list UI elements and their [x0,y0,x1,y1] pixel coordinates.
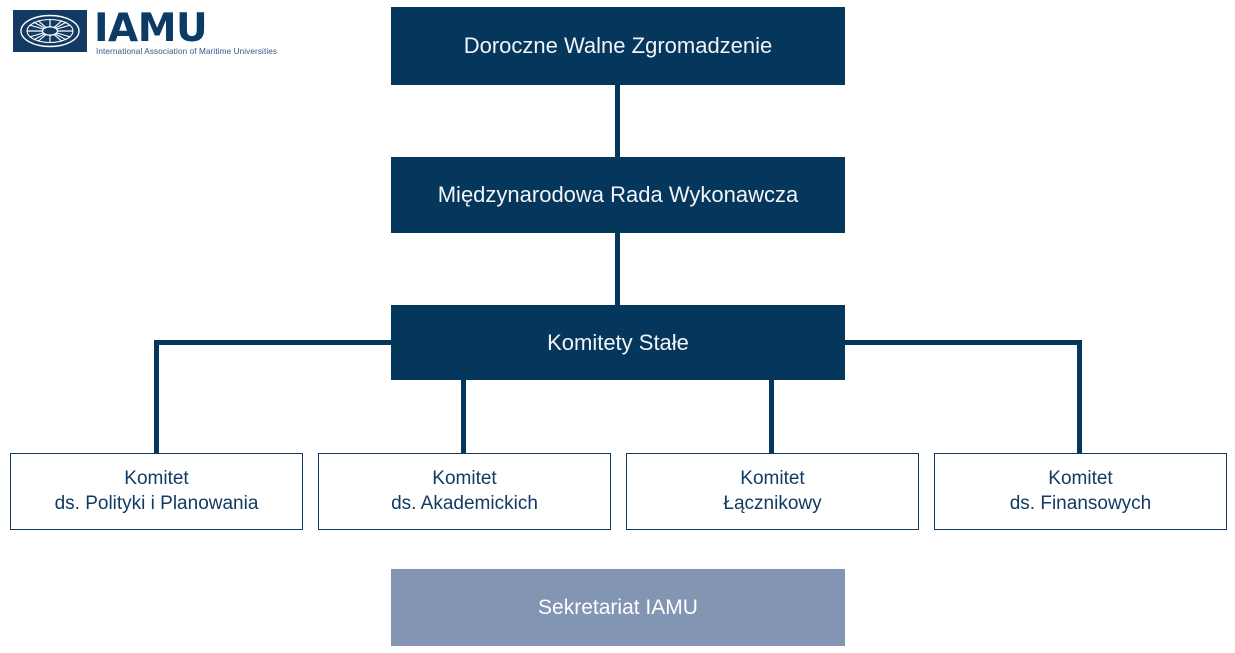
node-committee-finance[interactable]: Komitet ds. Finansowych [934,453,1227,530]
connector-drop-committee-2 [461,378,466,453]
node-label: Sekretariat IAMU [538,595,698,619]
logo-tagline: International Association of Maritime Un… [96,47,278,56]
node-label: Międzynarodowa Rada Wykonawcza [437,182,799,207]
node-committee-academic-affairs[interactable]: Komitet ds. Akademickich [318,453,611,530]
committee-label-line2: ds. Finansowych [1009,492,1152,514]
committee-label-line2: ds. Polityki i Planowania [54,492,259,514]
node-annual-general-assembly[interactable]: Doroczne Walne Zgromadzenie [391,7,845,85]
iamu-logo: IAMU International Association of Mariti… [10,6,277,62]
connector-board-to-committees [615,233,620,305]
committee-label-line1: Komitet [124,467,189,489]
connector-assembly-to-board [615,85,620,157]
connector-root-horizontal-left [154,340,394,345]
committee-label-line2: ds. Akademickich [391,492,538,514]
node-label: Doroczne Walne Zgromadzenie [463,33,773,58]
node-iamu-secretariat[interactable]: Sekretariat IAMU [391,569,845,646]
connector-drop-committee-1 [154,340,159,453]
connector-drop-committee-4 [1077,340,1082,453]
connector-root-horizontal-right [842,340,1082,345]
committee-label-line2: Łącznikowy [723,492,822,514]
committee-label: Komitet Łącznikowy [715,467,829,516]
node-committee-policy-planning[interactable]: Komitet ds. Polityki i Planowania [10,453,303,530]
compass-rose-icon [13,10,87,52]
committee-label-line1: Komitet [432,467,497,489]
committee-label: Komitet ds. Finansowych [1002,467,1160,516]
node-label: Komitety Stałe [547,329,689,355]
committee-label: Komitet ds. Akademickich [383,467,546,516]
logo-wordmark: IAMU [94,6,208,51]
node-international-executive-board[interactable]: Międzynarodowa Rada Wykonawcza [391,157,845,233]
node-standing-committees[interactable]: Komitety Stałe [391,305,845,380]
committee-label: Komitet ds. Polityki i Planowania [47,467,267,516]
node-committee-liaison[interactable]: Komitet Łącznikowy [626,453,919,530]
committee-label-line1: Komitet [1048,467,1113,489]
committee-label-line1: Komitet [740,467,805,489]
connector-drop-committee-3 [769,378,774,453]
